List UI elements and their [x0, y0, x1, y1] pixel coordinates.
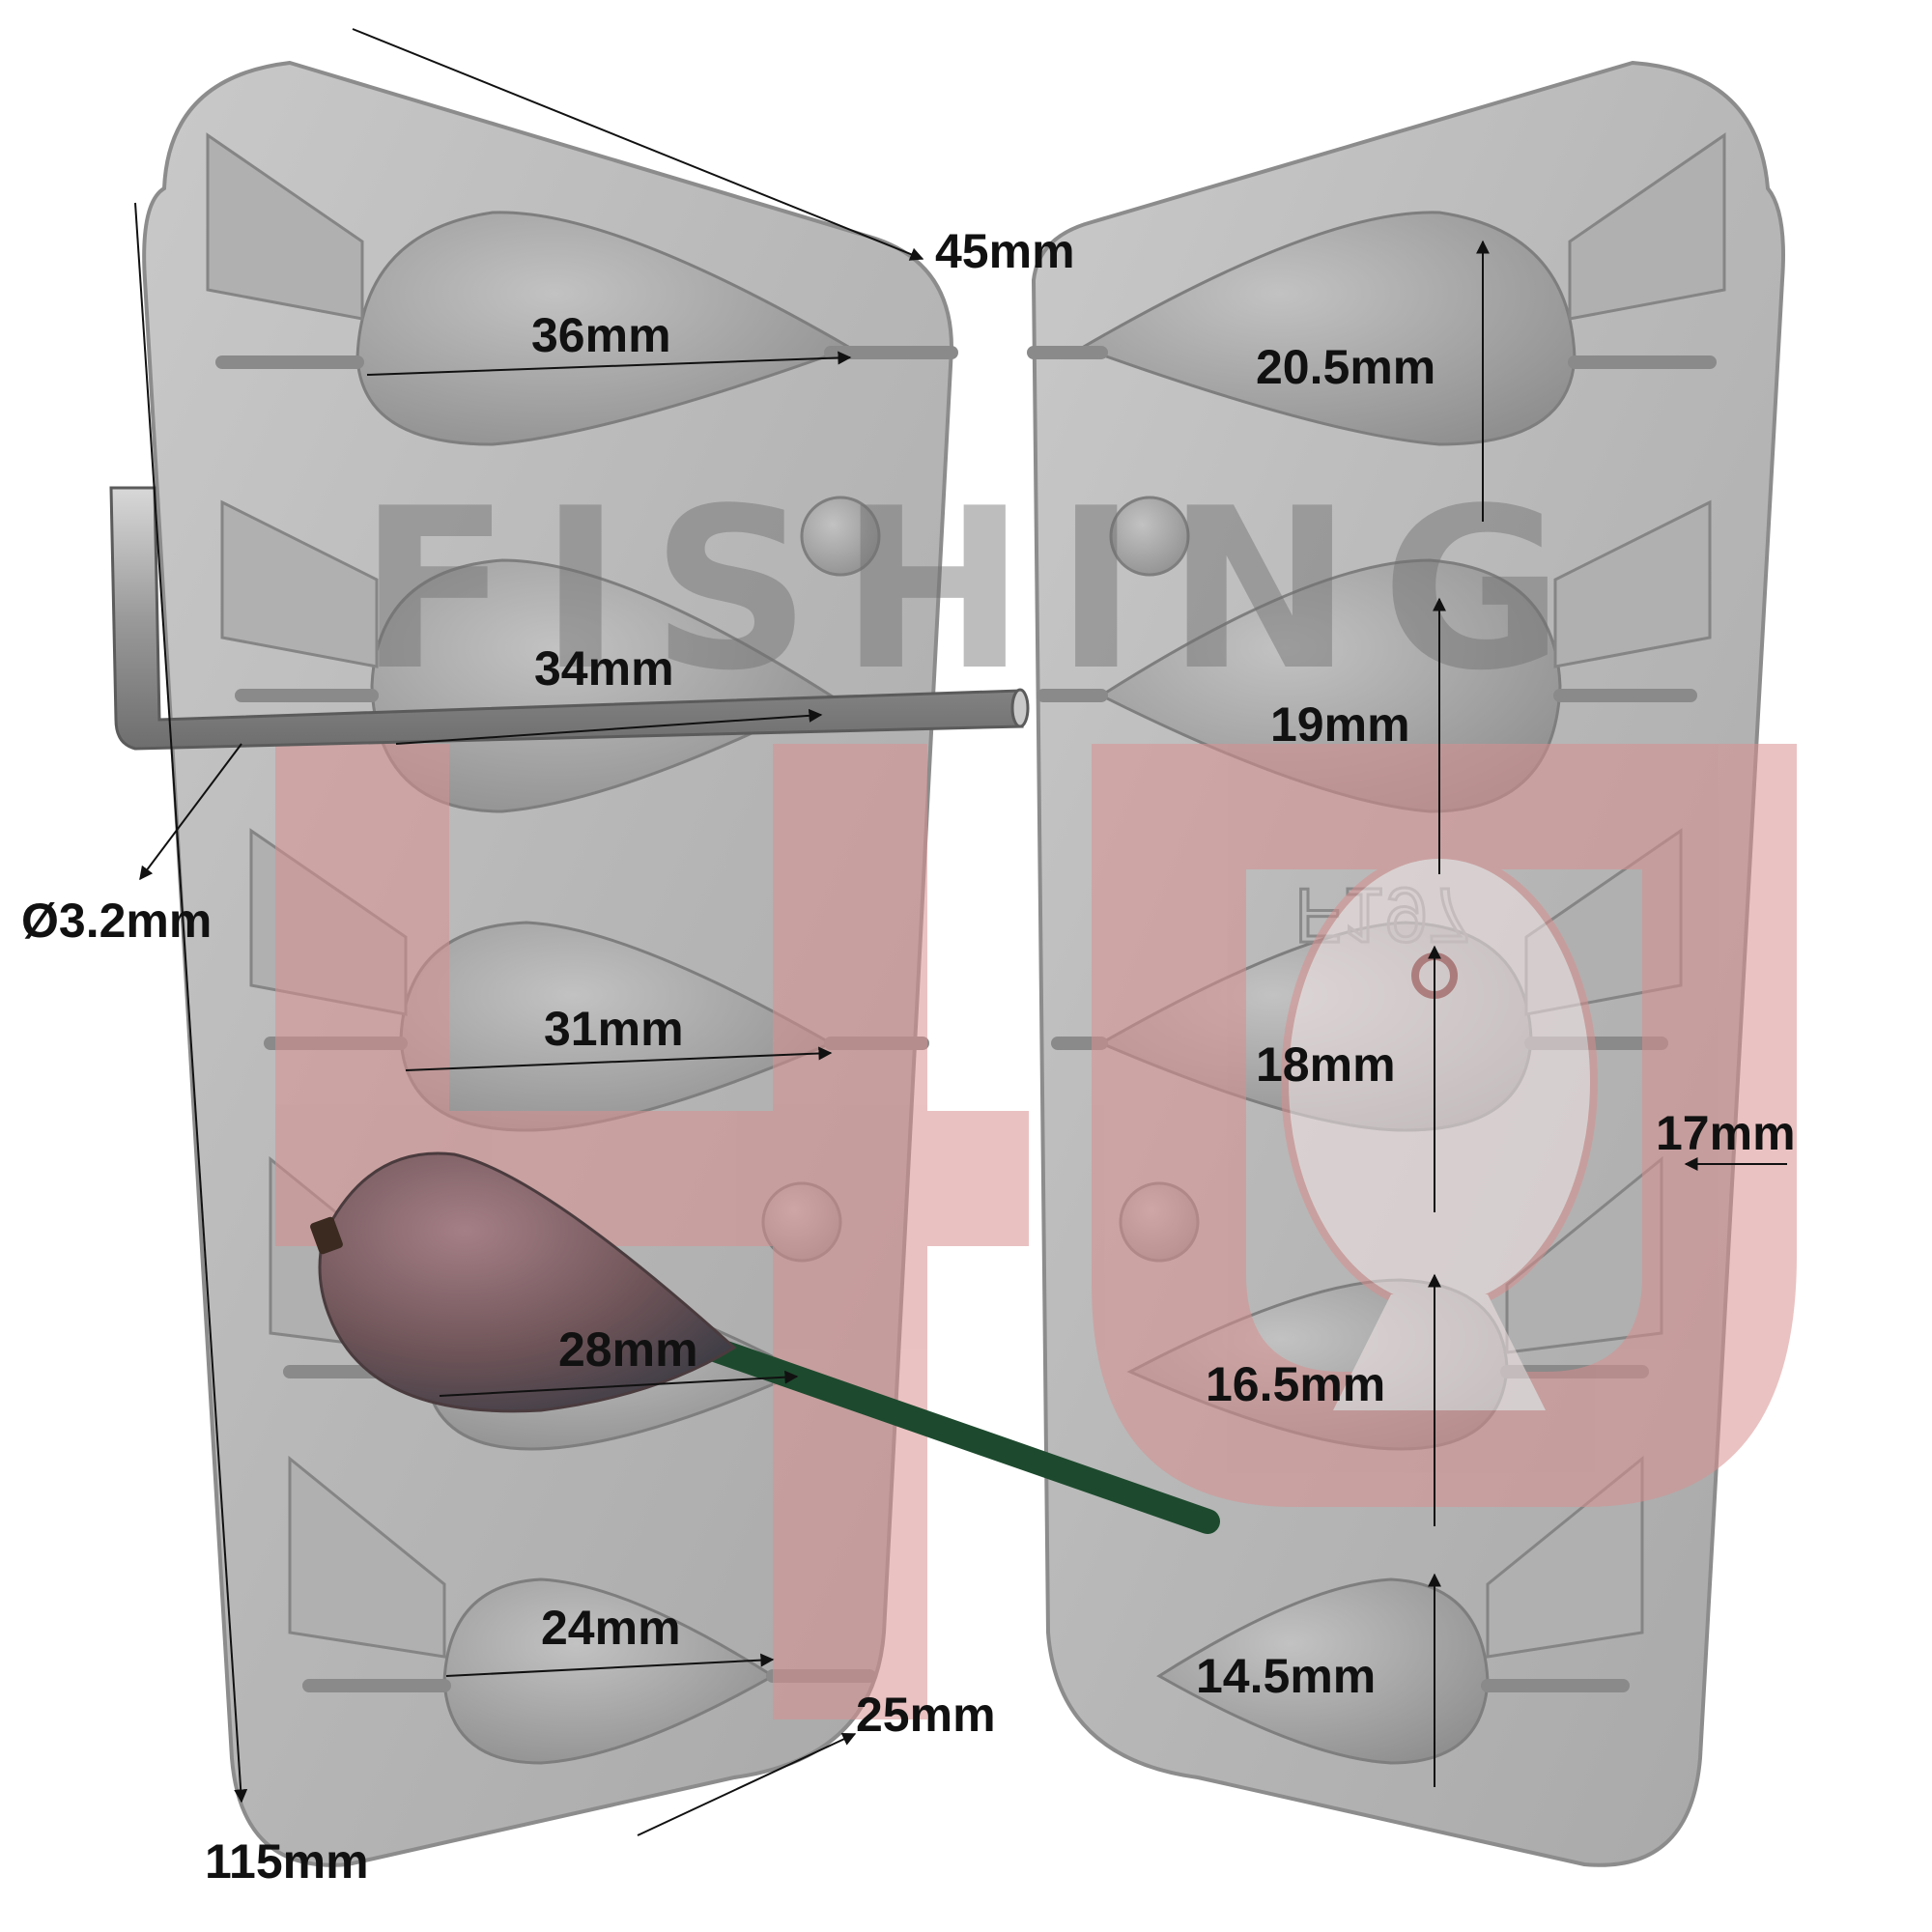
cavity-diameter-5: 14.5mm: [1196, 1649, 1377, 1703]
cavity-diameter-4: 16.5mm: [1206, 1357, 1386, 1411]
depth-label: 17mm: [1656, 1106, 1796, 1160]
watermark-logo: [275, 744, 1797, 1719]
watermark-fish-tail: [1333, 1294, 1546, 1410]
watermark-bar: [773, 744, 927, 1719]
cavity-diameter-3: 18mm: [1256, 1037, 1396, 1092]
cavity-length-3: 31mm: [544, 1002, 684, 1056]
cavity-diameter-2: 19mm: [1270, 697, 1410, 752]
allen-key-icon: [109, 486, 1030, 751]
bottom-width-label: 25mm: [856, 1688, 996, 1742]
cavity-length-1: 36mm: [531, 308, 671, 362]
rod-diameter-label: Ø3.2mm: [21, 894, 213, 948]
watermark-u-shape: [1092, 744, 1797, 1507]
cavity-diameter-1: 20.5mm: [1256, 340, 1436, 394]
sinker-icon: [310, 1151, 1220, 1534]
top-width-label: 45mm: [935, 224, 1075, 278]
dimension-lines: [134, 28, 1787, 1836]
left-pin-dimple-top: [800, 496, 881, 577]
cavity-length-2: 34mm: [534, 641, 674, 696]
watermark-word: FISHING: [358, 462, 1593, 720]
overall-length-label: 115mm: [205, 1834, 369, 1889]
cavity-length-4: 28mm: [558, 1322, 698, 1377]
cavity-length-5: 24mm: [541, 1601, 681, 1655]
right-pin-dimple-top: [1109, 496, 1190, 577]
